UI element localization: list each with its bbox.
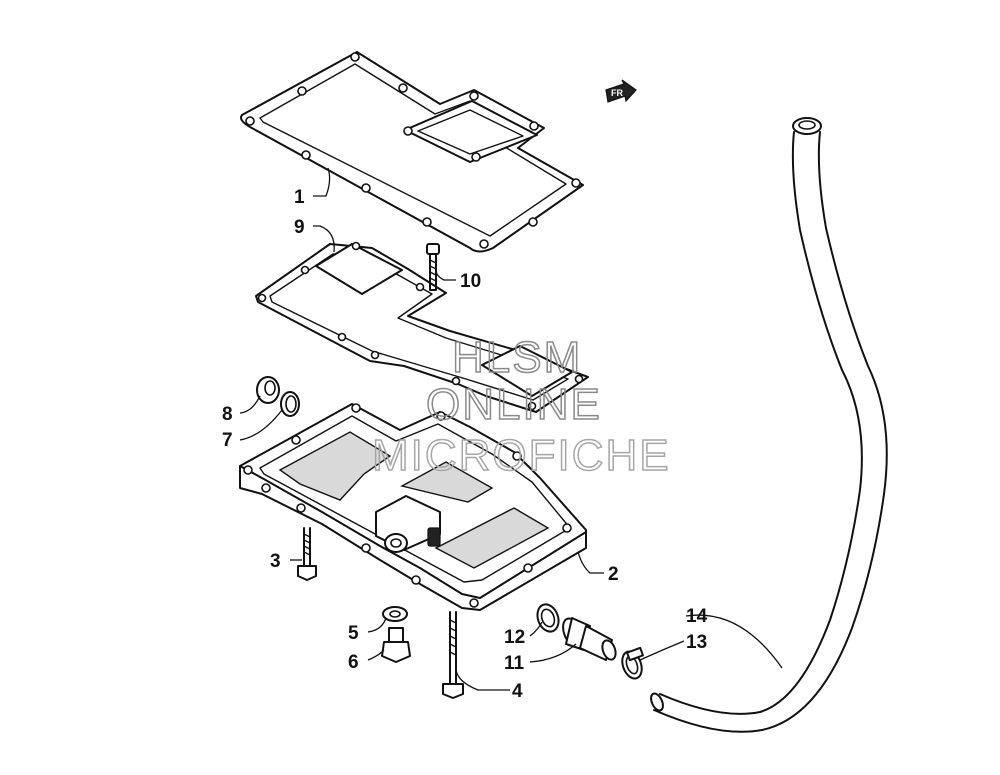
callout-3: 3 [270, 551, 281, 572]
callout-11: 11 [504, 653, 525, 674]
callout-13: 13 [686, 632, 707, 653]
callout-7: 7 [222, 430, 233, 451]
callout-14: 14 [686, 606, 708, 627]
front-direction-arrow-icon: FR [605, 79, 637, 103]
upper-gasket [240, 51, 584, 253]
o-ring-7 [280, 391, 300, 417]
callout-10: 10 [460, 271, 481, 292]
callout-4: 4 [512, 681, 523, 702]
callout-8: 8 [222, 404, 233, 425]
drain-plug-6 [381, 627, 411, 663]
bolt-3 [297, 527, 317, 581]
fitting-11 [562, 617, 617, 661]
washer-5 [382, 606, 408, 622]
callout-1: 1 [294, 187, 305, 208]
plug-8 [256, 376, 280, 404]
watermark: HLSM ONLINE MICROFICHE [371, 332, 671, 481]
hose-clamp-13 [621, 646, 644, 680]
leader-lines [239, 167, 783, 691]
callout-2: 2 [608, 564, 619, 585]
bolt-4 [442, 611, 464, 699]
hose-14 [650, 117, 888, 733]
callout-9: 9 [294, 217, 305, 238]
o-ring-12 [536, 603, 560, 633]
lower-gasket [255, 241, 589, 413]
oil-pan [239, 403, 587, 611]
watermark-line-3: MICROFICHE [372, 431, 671, 480]
callout-labels: 1 9 10 8 7 3 2 5 6 4 12 11 13 14 [222, 187, 708, 702]
svg-text:FR: FR [611, 88, 623, 98]
watermark-line-1: HLSM [452, 333, 582, 382]
callout-5: 5 [348, 623, 359, 644]
watermark-line-2: ONLINE [426, 380, 602, 429]
callout-6: 6 [348, 652, 359, 673]
callout-12: 12 [504, 627, 525, 648]
